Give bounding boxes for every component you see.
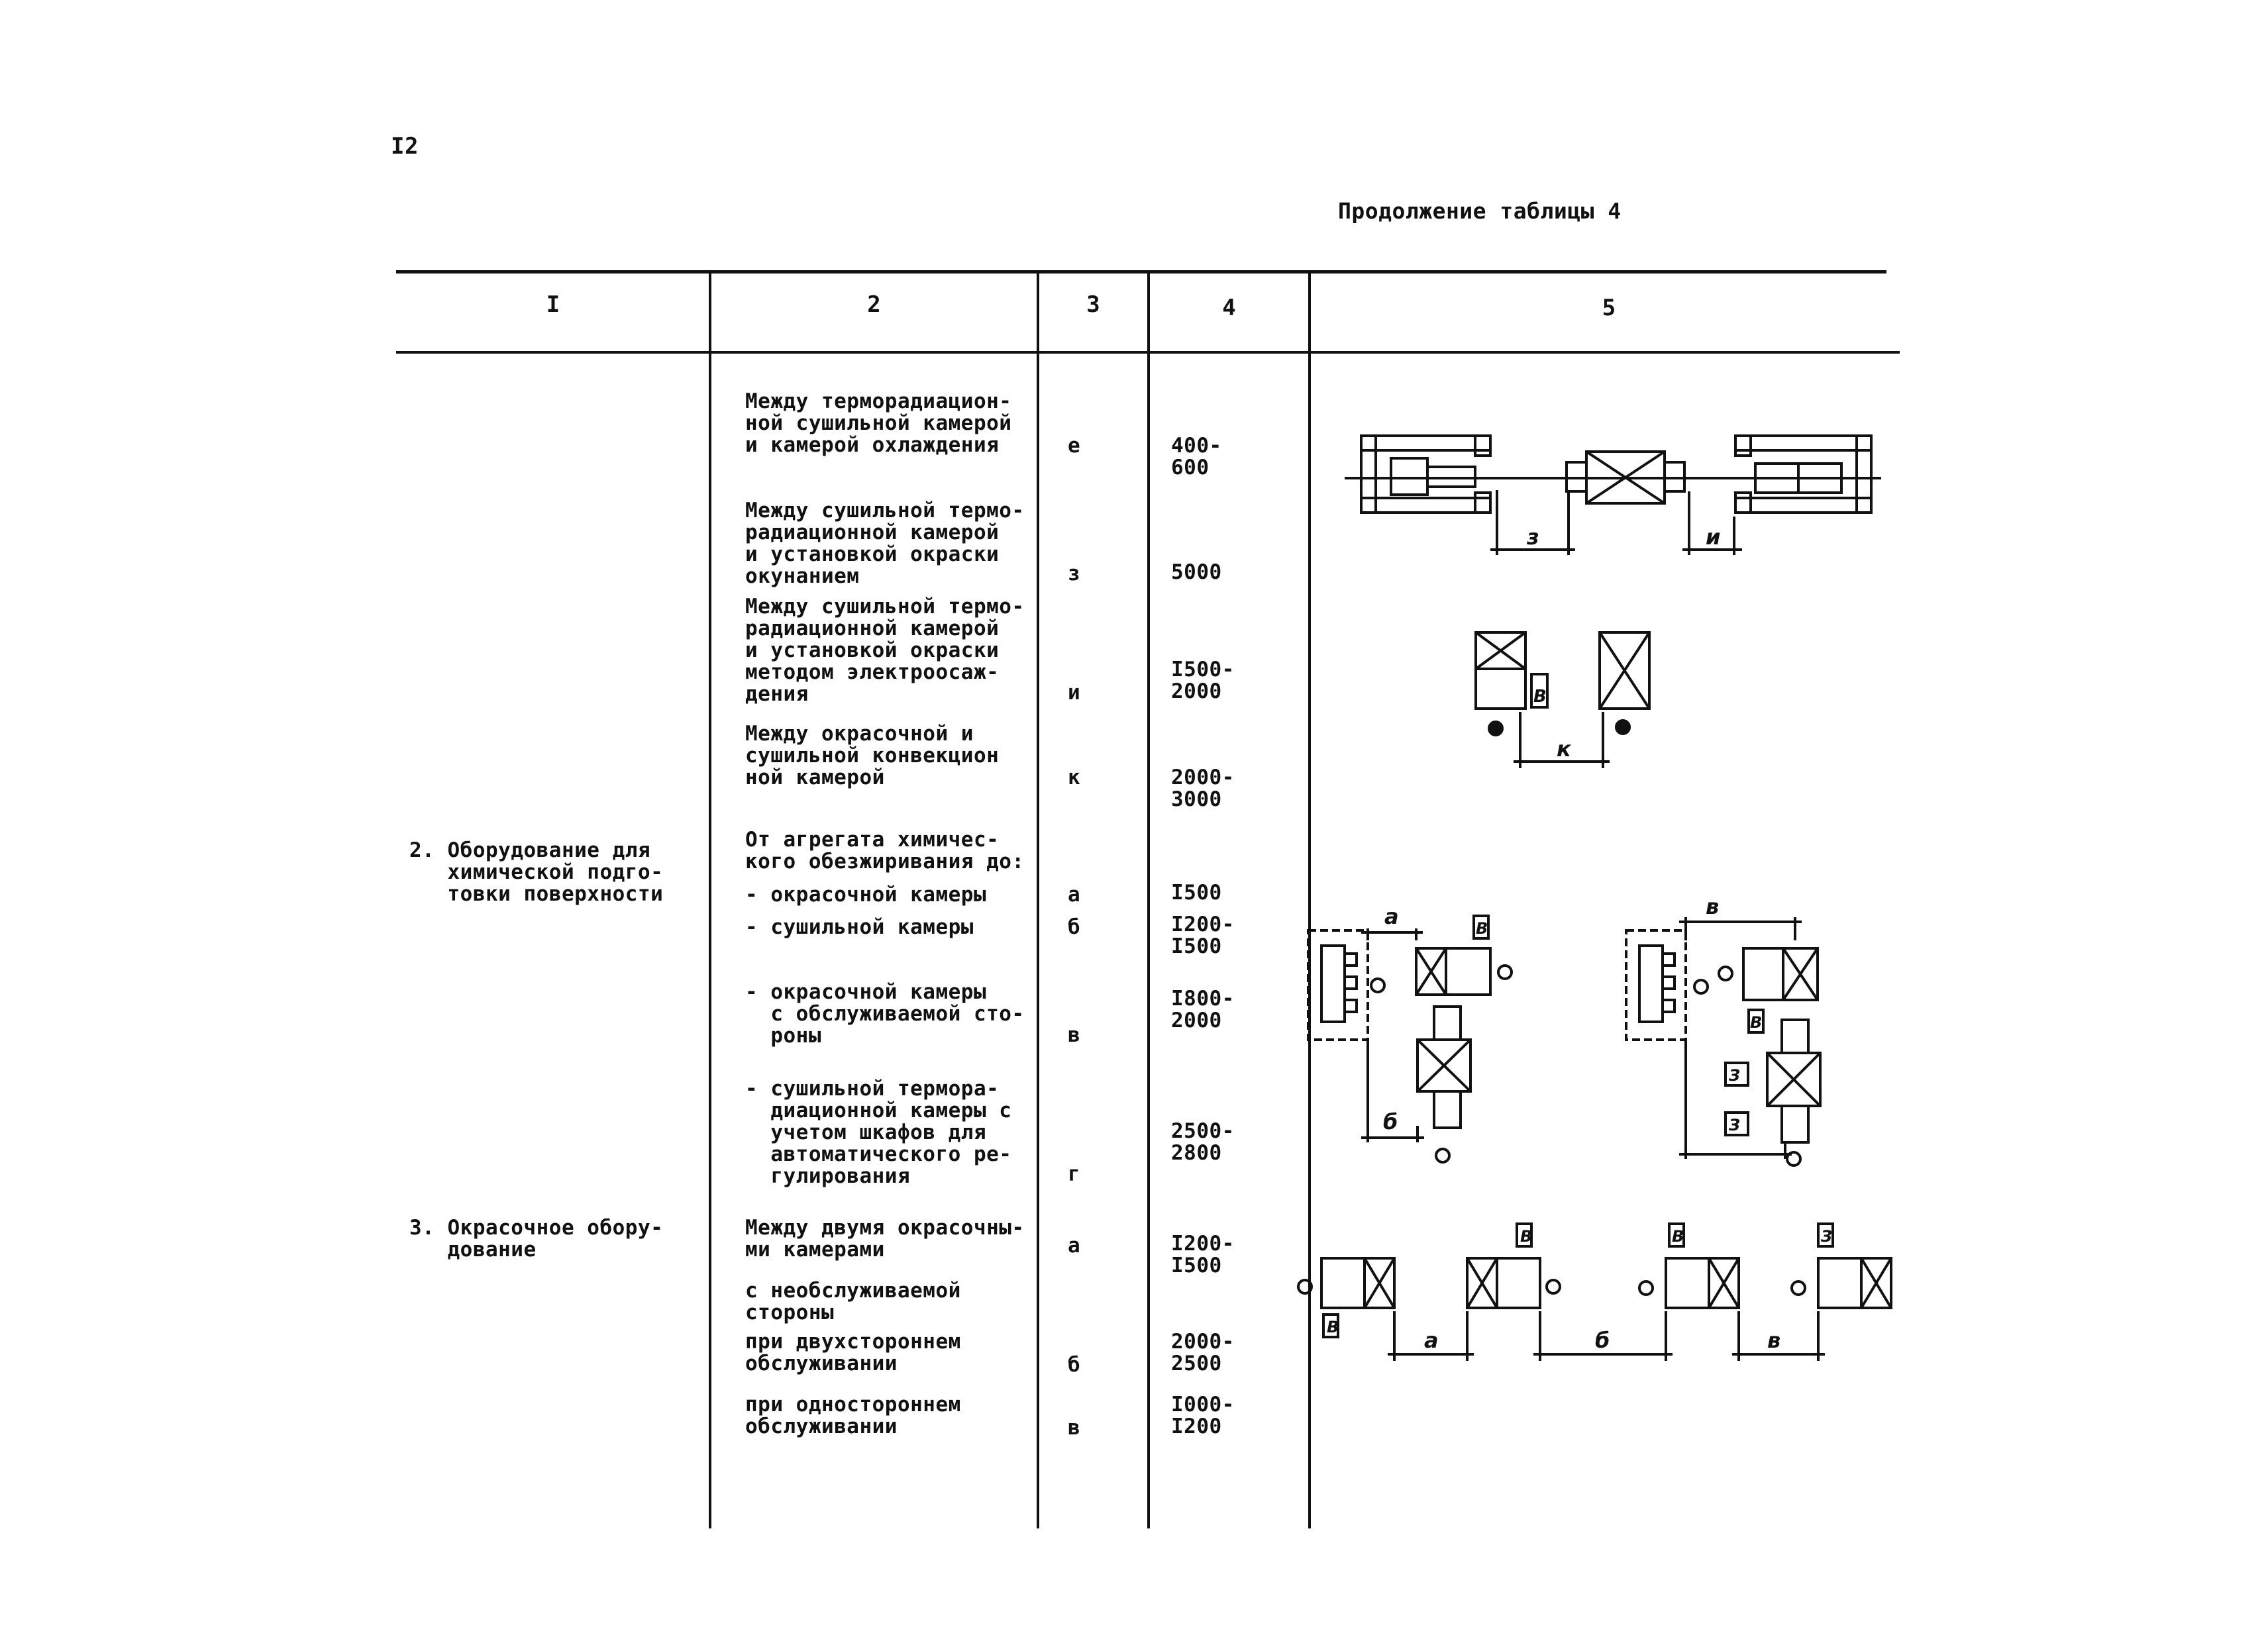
diagram-5-box-3-label: В: [1672, 1227, 1684, 1246]
row-7-symbol: в: [1068, 1023, 1081, 1047]
diagram-5-label-b: б: [1595, 1328, 1610, 1353]
header-col-4: 4: [1222, 295, 1236, 321]
row-2-distance: I500- 2000: [1171, 658, 1235, 703]
row-8-symbol: г: [1068, 1162, 1081, 1186]
row-10-description: с необслуживаемой стороны: [745, 1279, 961, 1324]
row-9-distance: I200- I500: [1171, 1232, 1235, 1277]
row-0-description: Между терморадиацион- ной сушильной каме…: [745, 389, 1012, 457]
diagram-4-box-3-label: З: [1728, 1116, 1740, 1134]
row-11-symbol: б: [1068, 1353, 1081, 1377]
table-top-rule: [396, 270, 1886, 274]
diagram-2-box-label: В: [1533, 687, 1547, 707]
diagram-1-thermoradiation-line: [1345, 434, 1881, 555]
header-col-2: 2: [867, 291, 881, 318]
header-col-3: 3: [1086, 291, 1100, 318]
diagram-2-paint-convection: [1474, 631, 1651, 768]
header-col-1: I: [546, 291, 560, 318]
diagram-3-label-b: б: [1383, 1109, 1398, 1134]
page-number: I2: [391, 133, 419, 160]
row-3-distance: 2000- 3000: [1171, 766, 1235, 811]
column-divider-2: [1037, 270, 1039, 1528]
row-5-distance: I500: [1171, 881, 1222, 905]
column-divider-4: [1308, 270, 1311, 1528]
header-col-5: 5: [1602, 295, 1616, 321]
row-7-description: - окрасочной камеры с обслуживаемой сто-…: [745, 980, 1025, 1048]
row-0-symbol: е: [1068, 434, 1081, 458]
row-5-description: - окрасочной камеры: [745, 883, 987, 907]
column-divider-1: [709, 270, 711, 1528]
row-6-description: - сушильной камеры: [745, 915, 974, 939]
row-6-distance: I200- I500: [1171, 913, 1235, 958]
row-6-symbol: б: [1068, 915, 1081, 939]
diagram-3-label-a: а: [1384, 904, 1399, 929]
diagram-5-painting-chambers-row: [1297, 1222, 1892, 1361]
table-caption: Продолжение таблицы 4: [1338, 198, 1622, 224]
diagram-5-label-a: а: [1424, 1328, 1439, 1353]
diagram-4-box-2-label: З: [1728, 1066, 1740, 1085]
diagram-5-box-2-label: В: [1520, 1227, 1532, 1246]
row-1-distance: 5000: [1171, 560, 1222, 584]
row-12-symbol: в: [1068, 1416, 1081, 1440]
row-8-distance: 2500- 2800: [1171, 1119, 1235, 1165]
diagram-5-label-v: в: [1767, 1328, 1780, 1353]
row-3-symbol: к: [1068, 766, 1081, 789]
row-9-description: Между двумя окрасочны- ми камерами: [745, 1216, 1025, 1262]
row-9-category: 3. Окрасочное обору- дование: [409, 1216, 664, 1262]
diagram-5-box-1-label: В: [1327, 1318, 1339, 1336]
row-8-description: - сушильной термора- диационной камеры с…: [745, 1077, 1012, 1188]
row-12-distance: I000- I200: [1171, 1393, 1235, 1438]
row-0-distance: 400- 600: [1171, 434, 1222, 479]
row-1-description: Между сушильной термо- радиационной каме…: [745, 499, 1025, 588]
row-9-symbol: а: [1068, 1234, 1081, 1258]
row-12-description: при одностороннем обслуживании: [745, 1393, 961, 1438]
diagram-4-chemical-prep-vg: [1625, 917, 1822, 1167]
row-11-description: при двухстороннем обслуживании: [745, 1330, 961, 1375]
row-3-description: Между окрасочной и сушильной конвекцион …: [745, 722, 1000, 789]
row-2-symbol: и: [1068, 681, 1081, 705]
row-11-distance: 2000- 2500: [1171, 1330, 1235, 1375]
row-4-category: 2. Оборудование для химической подго- то…: [409, 838, 664, 906]
diagram-3-chemical-prep-ab: [1307, 915, 1513, 1164]
row-2-description: Между сушильной термо- радиационной каме…: [745, 595, 1025, 706]
diagram-1-label-z: з: [1526, 524, 1539, 550]
row-7-distance: I800- 2000: [1171, 987, 1235, 1032]
diagram-5-box-4-label: З: [1820, 1227, 1832, 1246]
column-divider-3: [1147, 270, 1150, 1528]
row-4-description: От агрегата химичес- кого обезжиривания …: [745, 828, 1025, 873]
row-5-symbol: а: [1068, 883, 1081, 907]
row-1-symbol: з: [1068, 562, 1081, 585]
diagram-3-box-label: В: [1476, 919, 1488, 938]
diagram-4-label-v: в: [1706, 894, 1719, 919]
diagram-2-label-k: к: [1557, 736, 1572, 762]
diagram-4-box-1-label: В: [1750, 1013, 1762, 1032]
diagram-1-label-i: и: [1706, 524, 1720, 550]
